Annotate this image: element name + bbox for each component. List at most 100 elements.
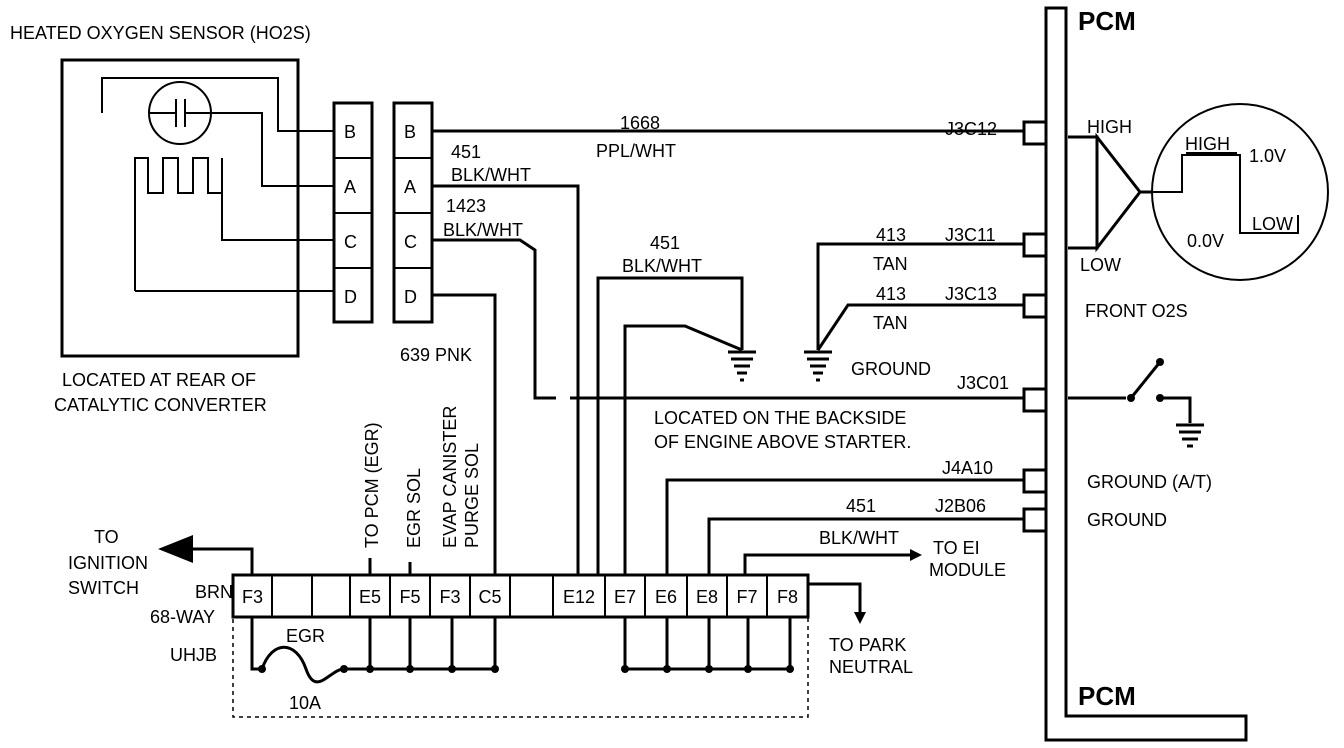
sensor-pin-a: A [344, 177, 356, 197]
brn-label: BRN [195, 582, 233, 602]
junction-cell-label: F3 [439, 587, 460, 607]
wire-451b-color: BLK/WHT [622, 256, 702, 276]
sensor-location-2: CATALYTIC CONVERTER [54, 395, 267, 415]
conn-j3c01: J3C01 [957, 373, 1009, 393]
pcm-module [1044, 6, 1248, 742]
sensor-wire-b [101, 77, 334, 132]
sensor-housing [60, 58, 300, 358]
conn-j3c11: J3C11 [945, 225, 996, 245]
sensor-pin-c: C [344, 232, 357, 252]
sensor-location-1: LOCATED AT REAR OF [62, 370, 256, 390]
label-low: LOW [1080, 255, 1121, 275]
to-ei-2: MODULE [929, 560, 1006, 580]
scope-v1: 1.0V [1249, 146, 1286, 166]
junction-cell-label: E7 [614, 587, 636, 607]
way-label: 68-WAY [150, 607, 215, 627]
to-ei-1: TO EI [933, 538, 980, 558]
conn-j3c12: J3C12 [945, 119, 997, 139]
ground-pcm: GROUND [1087, 510, 1167, 530]
wire-451b-num: 451 [650, 233, 680, 253]
wire-1668-num: 1668 [620, 113, 660, 133]
vlabel-evap: EVAP CANISTER [440, 406, 460, 548]
harness-connector: B A C D [392, 101, 434, 324]
backside-note-2: OF ENGINE ABOVE STARTER. [654, 432, 911, 452]
comparator-inputs [1068, 135, 1099, 250]
vlabel-egr-sol: EGR SOL [404, 468, 424, 548]
fuse-label: 10A [289, 693, 321, 713]
wire-f7 [743, 553, 910, 575]
uhjb-label: UHJB [170, 645, 217, 665]
wire-break [556, 392, 570, 404]
junction-cell-label: E8 [696, 587, 718, 607]
wire-639 [432, 293, 497, 575]
wire-451c-color: BLK/WHT [819, 528, 899, 548]
wire-451a-num: 451 [451, 142, 481, 162]
bus-f3 [250, 617, 262, 671]
ground-icon [728, 350, 756, 382]
sensor-connector: B A C D [332, 101, 374, 324]
arrow-left-icon [158, 535, 193, 563]
sensor-pin-d: D [344, 287, 357, 307]
heater-icon [134, 157, 334, 291]
pcm-title-top: PCM [1078, 6, 1136, 36]
wire-1668-color: PPL/WHT [596, 141, 676, 161]
wire-413a-num: 413 [876, 225, 906, 245]
wire-e6 [665, 478, 1024, 575]
wire-f8 [808, 582, 862, 612]
junction-cell-label: C5 [478, 587, 501, 607]
vlabel-purge: PURGE SOL [462, 443, 482, 548]
to-ignition-3: SWITCH [68, 578, 139, 598]
egr-label: EGR [286, 626, 325, 646]
to-ignition-2: IGNITION [68, 553, 148, 573]
junction-cell-label: E6 [655, 587, 677, 607]
wire-413-b [816, 303, 1024, 351]
to-park-2: NEUTRAL [829, 657, 913, 677]
wire-1423-color: BLK/WHT [443, 220, 523, 240]
to-park-1: TO PARK [829, 635, 906, 655]
scope-low: LOW [1252, 214, 1293, 234]
uhjb-outline [232, 616, 809, 718]
fuse-icon [260, 645, 345, 684]
sensor-title: HEATED OXYGEN SENSOR (HO2S) [10, 23, 311, 43]
arrow-down-icon [854, 612, 866, 624]
wire-451-b [596, 276, 744, 575]
junction-cell-label: F7 [736, 587, 757, 607]
junction-cell-label: F5 [399, 587, 420, 607]
conn-j2b06: J2B06 [935, 496, 986, 516]
wire-1423 [432, 238, 1024, 400]
arrow-icon [910, 549, 922, 561]
junction-connector [231, 573, 810, 619]
wire-413a-color: TAN [873, 254, 908, 274]
vlabel-to-pcm: TO PCM (EGR) [362, 422, 382, 548]
wire-451-c [707, 517, 1024, 575]
switch-icon [1129, 361, 1162, 399]
scope-high: HIGH [1185, 134, 1230, 154]
backside-note-1: LOCATED ON THE BACKSIDE [654, 408, 906, 428]
harness-pin-c: C [404, 232, 417, 252]
wire-1423-num: 1423 [446, 196, 486, 216]
junction-cell-label: E5 [359, 587, 381, 607]
wire-451-a [432, 184, 580, 575]
junction-cell-label: F3 [242, 587, 263, 607]
pcm-pins [1022, 120, 1048, 533]
wire-413-a [816, 242, 1024, 350]
wire-413b-num: 413 [876, 284, 906, 304]
conn-j4a10: J4A10 [942, 458, 993, 478]
ground-label: GROUND [851, 359, 931, 379]
ground-icon [804, 350, 832, 382]
label-high: HIGH [1087, 117, 1132, 137]
ground-at: GROUND (A/T) [1087, 472, 1212, 492]
conn-j3c13: J3C13 [945, 284, 997, 304]
scope-v0: 0.0V [1187, 231, 1224, 251]
harness-pin-d: D [404, 287, 417, 307]
wire-e7 [623, 324, 743, 575]
junction-cell-label: E12 [563, 587, 595, 607]
scope-wave [1152, 154, 1299, 234]
wire-451c-num: 451 [846, 496, 876, 516]
sensor-pin-b: B [344, 122, 356, 142]
sensor-wire-a [211, 112, 334, 187]
comparator-icon [1095, 132, 1142, 253]
ground-icon [1176, 423, 1204, 448]
